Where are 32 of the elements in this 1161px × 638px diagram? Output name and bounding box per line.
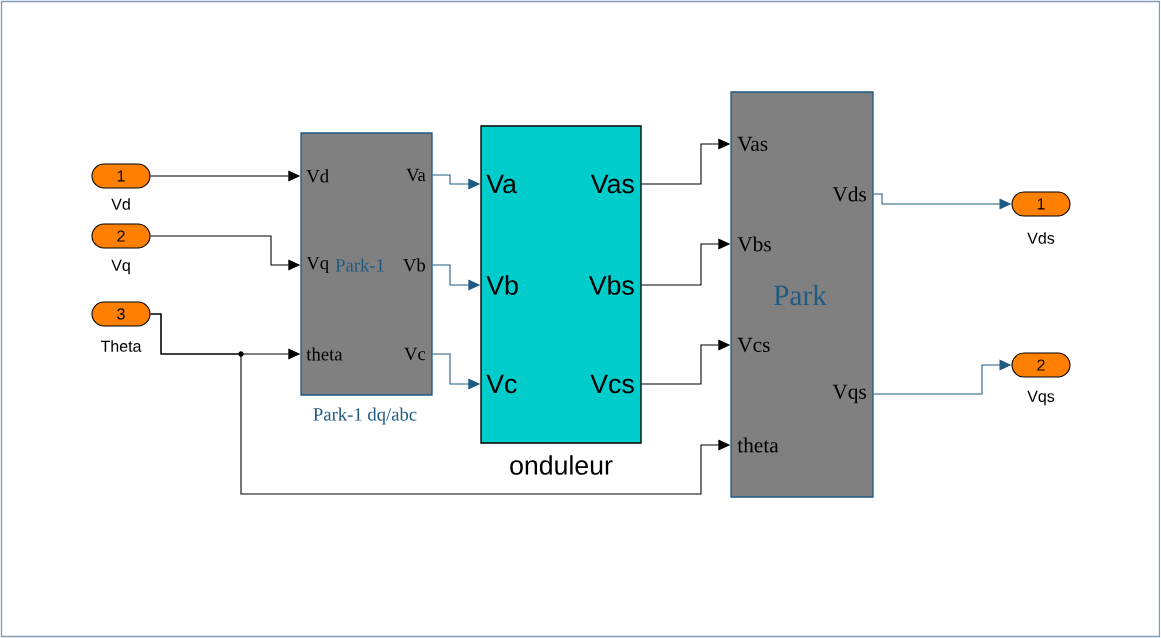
port-label: Vb: [486, 275, 518, 295]
port-label: Vcs: [737, 337, 770, 353]
port-label: Vbs: [588, 275, 634, 295]
block-caption: Vqs: [1027, 390, 1055, 406]
block-title: Park-1: [335, 258, 384, 272]
block-caption: Vd: [111, 198, 130, 210]
port-label: theta: [306, 347, 343, 361]
port-label: Vd: [306, 169, 329, 183]
port-terminal: 2: [1011, 352, 1071, 378]
port-label: Vc: [404, 347, 426, 361]
block-caption: Theta: [100, 340, 142, 352]
port-label: Va: [486, 174, 517, 194]
port-terminal: 1: [1011, 191, 1071, 217]
port-label: Vas: [737, 136, 768, 152]
block-caption: Park-1 dq/abc: [313, 407, 417, 425]
port-label: Vcs: [590, 374, 634, 394]
port-label: Vbs: [737, 236, 771, 252]
block-title: Park: [773, 284, 827, 306]
block-caption: Vq: [111, 259, 130, 275]
port-label: Va: [406, 168, 426, 182]
port-label: Vc: [486, 374, 517, 394]
port-label: Vds: [832, 186, 866, 202]
port-label: Vas: [590, 174, 634, 194]
block-caption: Vds: [1027, 232, 1055, 244]
port-label: theta: [737, 437, 779, 453]
port-terminal: 1: [91, 163, 151, 189]
port-terminal: 3: [91, 301, 151, 327]
block-caption: onduleur: [510, 455, 613, 475]
port-label: Vq: [306, 256, 329, 274]
port-terminal: 2: [91, 223, 151, 249]
port-label: Vqs: [832, 384, 866, 404]
port-label: Vb: [403, 258, 425, 272]
